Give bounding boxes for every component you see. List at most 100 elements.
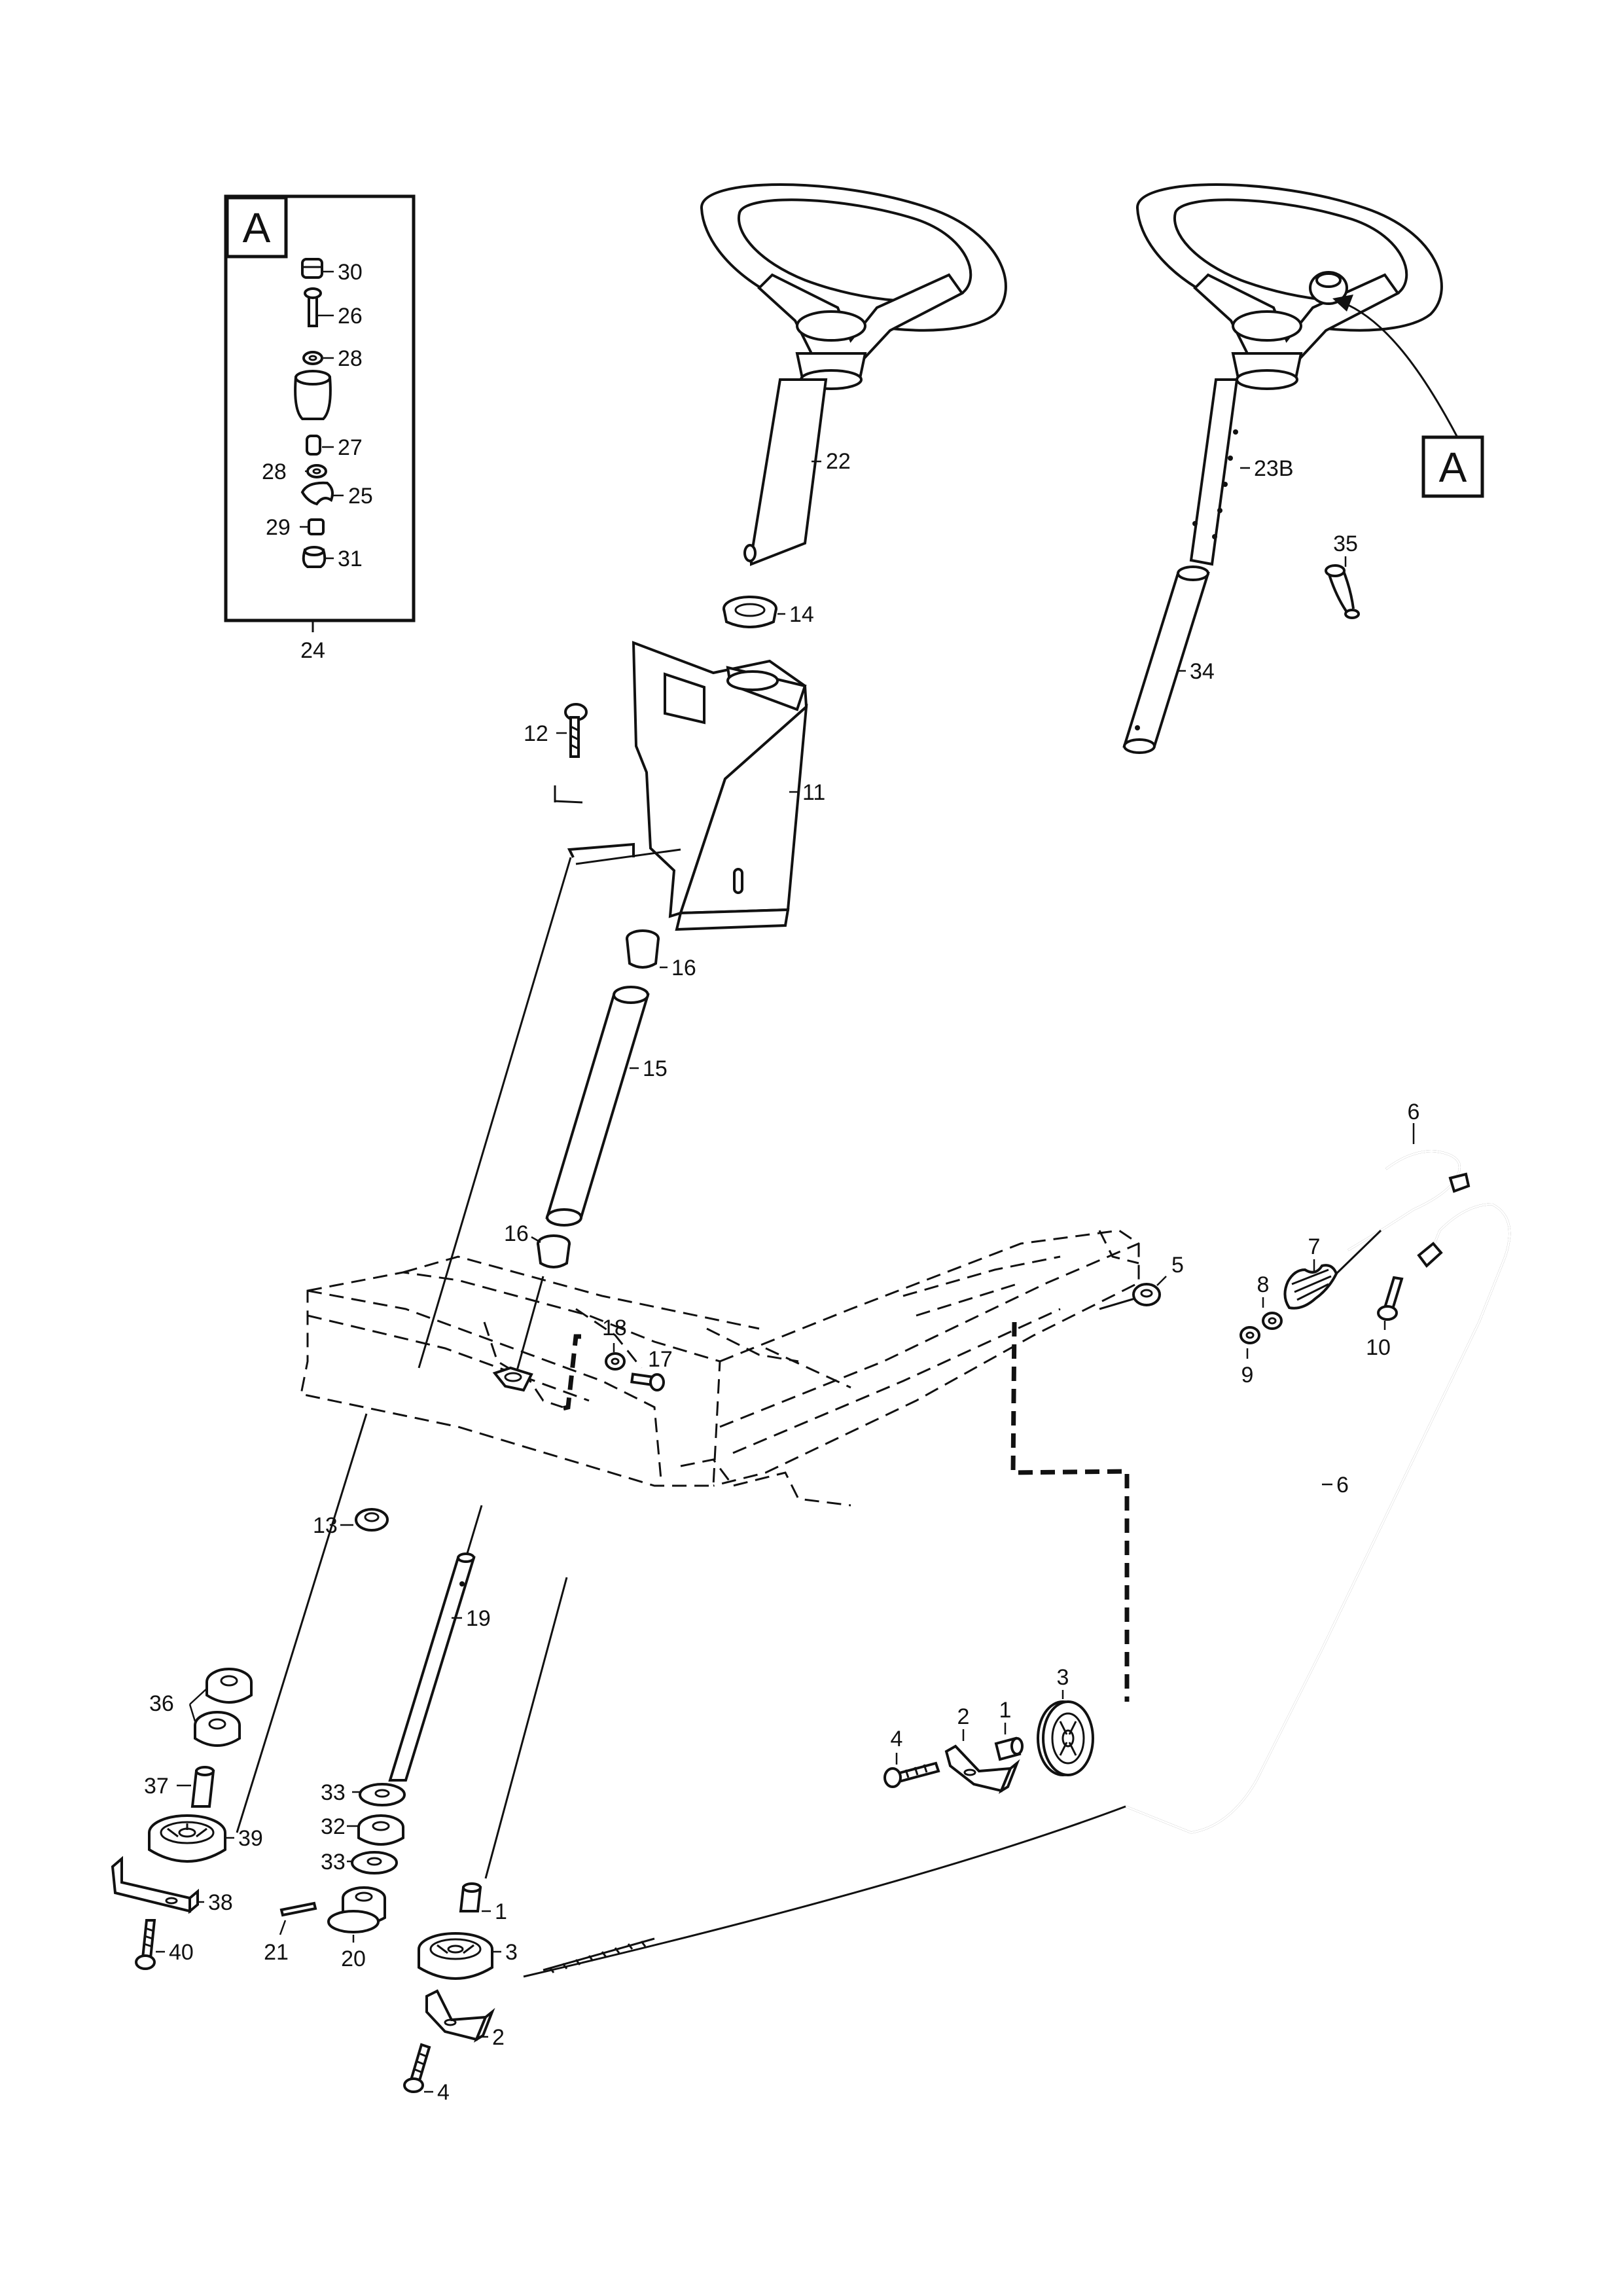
bolt-17 xyxy=(630,1372,665,1391)
inset-a-panel: A 24 xyxy=(224,194,416,663)
spacer-1-lower xyxy=(459,1882,482,1912)
knob-nut-29 xyxy=(308,518,325,535)
label-31: 31 xyxy=(338,547,363,571)
spacer-1-right xyxy=(994,1736,1024,1761)
label-27: 27 xyxy=(338,435,363,460)
knob-base-31 xyxy=(302,546,327,568)
label-7: 7 xyxy=(1308,1234,1321,1259)
label-23B: 23B xyxy=(1254,456,1294,481)
label-10: 10 xyxy=(1366,1335,1391,1360)
knob-clip-25 xyxy=(300,481,334,506)
knob-cap-30 xyxy=(301,258,323,279)
roll-pin-21 xyxy=(279,1901,317,1917)
label-19: 19 xyxy=(466,1606,491,1631)
label-30: 30 xyxy=(338,260,363,285)
bushing-16-upper xyxy=(626,929,660,969)
label-29: 29 xyxy=(266,515,291,540)
label-39: 39 xyxy=(238,1826,263,1851)
label-1b: 1 xyxy=(999,1698,1012,1723)
label-20: 20 xyxy=(341,1946,366,1971)
bracket-38 xyxy=(111,1856,199,1914)
frame-dashed xyxy=(300,1229,1140,1507)
washer-18 xyxy=(605,1352,626,1371)
knob-body xyxy=(294,370,332,420)
label-3a: 3 xyxy=(505,1940,518,1965)
bolt-10 xyxy=(1377,1276,1404,1321)
label-36: 36 xyxy=(149,1691,174,1716)
pivot-bracket xyxy=(492,1366,533,1392)
washer-8 xyxy=(1262,1312,1283,1330)
label-33b: 33 xyxy=(321,1850,346,1874)
label-38: 38 xyxy=(208,1890,233,1915)
cable-6-loop xyxy=(1125,1203,1511,1834)
clevis-pin-35 xyxy=(1325,564,1360,619)
pulley-39 xyxy=(148,1814,226,1863)
spring-7 xyxy=(1283,1229,1382,1310)
extension-tube-34 xyxy=(1122,565,1210,754)
label-33a: 33 xyxy=(321,1780,346,1805)
column-housing-11 xyxy=(554,641,808,931)
label-16a: 16 xyxy=(671,956,696,980)
knob-washer-28a xyxy=(302,351,323,365)
label-2a: 2 xyxy=(492,2025,505,2050)
bolt-4-lower xyxy=(403,2043,431,2093)
label-8: 8 xyxy=(1257,1272,1270,1297)
pulley-3-right xyxy=(1037,1700,1094,1776)
bolt-40 xyxy=(135,1919,156,1970)
label-18: 18 xyxy=(602,1316,627,1340)
steering-wheel-adjustable xyxy=(1135,183,1443,390)
steering-shaft-22 xyxy=(743,378,828,566)
inset-caption-24: 24 xyxy=(300,638,325,663)
label-3b: 3 xyxy=(1057,1665,1069,1690)
spacer-37 xyxy=(190,1766,215,1808)
label-40: 40 xyxy=(169,1940,194,1965)
label-34: 34 xyxy=(1190,659,1215,684)
cable-6-upper xyxy=(1347,1150,1471,1251)
collar-20 xyxy=(327,1886,386,1933)
bolt-12 xyxy=(564,703,588,758)
washer-33-lower xyxy=(351,1851,398,1874)
washer-33-upper xyxy=(359,1783,406,1806)
nut-9 xyxy=(1240,1326,1260,1344)
label-15: 15 xyxy=(643,1056,668,1081)
bushing-16-lower xyxy=(537,1234,571,1268)
lower-shaft-19 xyxy=(388,1552,476,1782)
knob-spacer-27 xyxy=(306,435,321,456)
label-37: 37 xyxy=(144,1774,169,1799)
bearing-36-upper xyxy=(205,1668,253,1704)
bracket-2-lower xyxy=(425,1989,495,2043)
callout-letter: A xyxy=(1439,444,1467,491)
steering-wheel-main xyxy=(700,183,1007,390)
label-4a: 4 xyxy=(437,2080,450,2105)
label-5: 5 xyxy=(1171,1253,1184,1278)
bearing-32 xyxy=(357,1814,404,1846)
tube-15 xyxy=(545,986,650,1227)
label-6a: 6 xyxy=(1408,1100,1420,1124)
label-28a: 28 xyxy=(338,346,363,371)
label-11: 11 xyxy=(802,780,825,805)
label-17: 17 xyxy=(648,1347,673,1372)
steering-shaft-23b xyxy=(1189,378,1239,566)
threaded-rod xyxy=(543,1937,655,1973)
bolt-4-right xyxy=(883,1761,940,1788)
bushing-14 xyxy=(722,596,777,628)
label-2b: 2 xyxy=(957,1704,970,1729)
knob-screw-26 xyxy=(304,287,322,327)
label-28b: 28 xyxy=(262,459,287,484)
wheel-knob-a xyxy=(1309,271,1348,305)
label-21: 21 xyxy=(264,1940,289,1965)
label-16b: 16 xyxy=(504,1221,529,1246)
label-35: 35 xyxy=(1333,531,1358,556)
label-6b: 6 xyxy=(1336,1473,1349,1498)
inset-letter: A xyxy=(243,204,271,251)
label-14: 14 xyxy=(789,602,814,627)
nut-13 xyxy=(355,1508,389,1532)
label-13: 13 xyxy=(313,1513,338,1538)
label-4b: 4 xyxy=(891,1727,903,1751)
knob-washer-28b xyxy=(306,464,327,478)
bracket-2-right xyxy=(944,1744,1020,1794)
label-1a: 1 xyxy=(495,1899,507,1924)
label-9: 9 xyxy=(1241,1363,1254,1388)
label-22: 22 xyxy=(826,449,851,474)
